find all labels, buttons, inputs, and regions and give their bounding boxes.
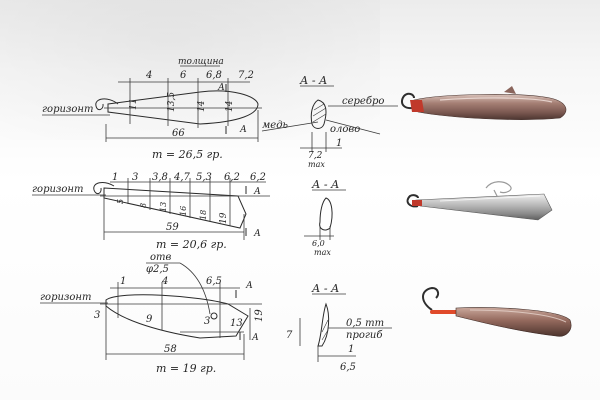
dim2-top-6: 6,2 bbox=[250, 172, 266, 183]
thk1-2: 14 bbox=[197, 100, 207, 112]
thk3-2: 3 bbox=[204, 316, 210, 327]
section-profile-3 bbox=[317, 302, 330, 347]
mass-1: m = 26,5 гр. bbox=[152, 148, 223, 161]
thk2-0: 5 bbox=[116, 199, 125, 204]
lure-photo-3 bbox=[422, 286, 572, 337]
dim3-top-1: 4 bbox=[161, 276, 168, 287]
thk1-1: 13,5 bbox=[167, 92, 177, 112]
horizon-label-1: горизонт bbox=[42, 104, 93, 115]
horizon-label-3: горизонт bbox=[40, 292, 91, 303]
hole-dia: φ2,5 bbox=[146, 264, 169, 275]
section-profile-2 bbox=[319, 197, 333, 231]
hook-sketch-1 bbox=[95, 98, 119, 111]
section-title-3: А - А bbox=[311, 282, 339, 295]
horizon-label-2: горизонт bbox=[32, 184, 83, 195]
mass-2: m = 20,6 гр. bbox=[156, 238, 227, 251]
thk3-0: 3 bbox=[94, 310, 100, 321]
label-silver: серебро bbox=[342, 96, 384, 107]
dim3-top-2: 6,5 bbox=[206, 276, 222, 287]
section-mark-3a: А bbox=[245, 281, 253, 291]
thk3-4: 19 bbox=[254, 309, 265, 322]
lure-photo-1 bbox=[400, 86, 567, 120]
thk2-1: 8 bbox=[139, 203, 148, 208]
hook-sketch-2 bbox=[93, 182, 115, 195]
hole-label: отв bbox=[150, 252, 172, 263]
sec3-dim-0: 7 bbox=[286, 330, 293, 341]
label-tin: олово bbox=[330, 124, 360, 135]
sec2-dim-0: 6,0 bbox=[312, 239, 325, 248]
thk2-4: 18 bbox=[199, 210, 208, 220]
dim2-top-3: 4,7 bbox=[173, 172, 191, 183]
drawing-2: горизонт 1 3 3,8 4,7 5,3 6,2 6,2 5 8 13 … bbox=[32, 172, 553, 257]
drawing-1: толщина горизонт 4 6 6,8 7,2 11 13,5 14 … bbox=[42, 57, 567, 169]
thickness-label: толщина bbox=[178, 57, 224, 67]
thk2-3: 16 bbox=[179, 206, 188, 216]
section-title-1: А - А bbox=[299, 74, 327, 87]
sec1-dim-0: 7,2 bbox=[308, 151, 323, 161]
lure-body-outline-3 bbox=[105, 294, 249, 339]
thk1-0: 11 bbox=[129, 99, 139, 110]
thk1-3: 14 bbox=[225, 100, 235, 112]
label-copper: медь bbox=[262, 120, 288, 131]
dim1-top-1: 6 bbox=[180, 70, 187, 81]
lure-body-outline-1 bbox=[107, 90, 259, 125]
section-mark-2b: А bbox=[253, 229, 261, 239]
thk3-1: 9 bbox=[146, 314, 153, 325]
mass-3: m = 19 гр. bbox=[156, 362, 216, 375]
drawing-3: горизонт отв φ2,5 1 4 6,5 3 9 3 13 19 А … bbox=[40, 252, 572, 375]
sec1-dim-2: 1 bbox=[336, 138, 342, 149]
dim1-top-3: 7,2 bbox=[238, 70, 254, 81]
section-title-2: А - А bbox=[311, 178, 339, 191]
dim2-top-2: 3,8 bbox=[152, 172, 168, 183]
length-3: 58 bbox=[164, 344, 177, 355]
section-mark-3b: А bbox=[251, 333, 259, 343]
length-1: 66 bbox=[172, 128, 185, 139]
sec2-dim-1: max bbox=[314, 248, 331, 257]
sec3-dim-1: 1 bbox=[348, 344, 354, 355]
dim1-top-2: 6,8 bbox=[206, 70, 222, 81]
section-mark-1b: А bbox=[239, 125, 247, 135]
sec1-dim-1: max bbox=[308, 160, 325, 169]
lure-photo-2 bbox=[406, 181, 553, 221]
dim2-top-0: 1 bbox=[112, 172, 118, 183]
sec3-label-1: прогиб bbox=[346, 330, 383, 341]
dim1-top-0: 4 bbox=[145, 70, 152, 81]
thk3-3: 13 bbox=[230, 318, 243, 329]
section-mark-1a: А bbox=[217, 83, 225, 93]
dim3-top-0: 1 bbox=[120, 276, 126, 287]
dim2-top-1: 3 bbox=[132, 172, 138, 183]
thk2-2: 13 bbox=[159, 202, 168, 212]
length-2: 59 bbox=[166, 222, 179, 233]
sec3-label-0: 0,5 mm bbox=[346, 318, 384, 329]
dim2-top-4: 5,3 bbox=[196, 172, 212, 183]
sec3-dim-2: 6,5 bbox=[340, 362, 356, 373]
line-hole bbox=[210, 312, 218, 320]
section-profile-1 bbox=[310, 99, 327, 129]
section-mark-2a: А bbox=[253, 187, 261, 197]
thk2-5: 19 bbox=[219, 212, 229, 224]
dim2-top-5: 6,2 bbox=[224, 172, 240, 183]
